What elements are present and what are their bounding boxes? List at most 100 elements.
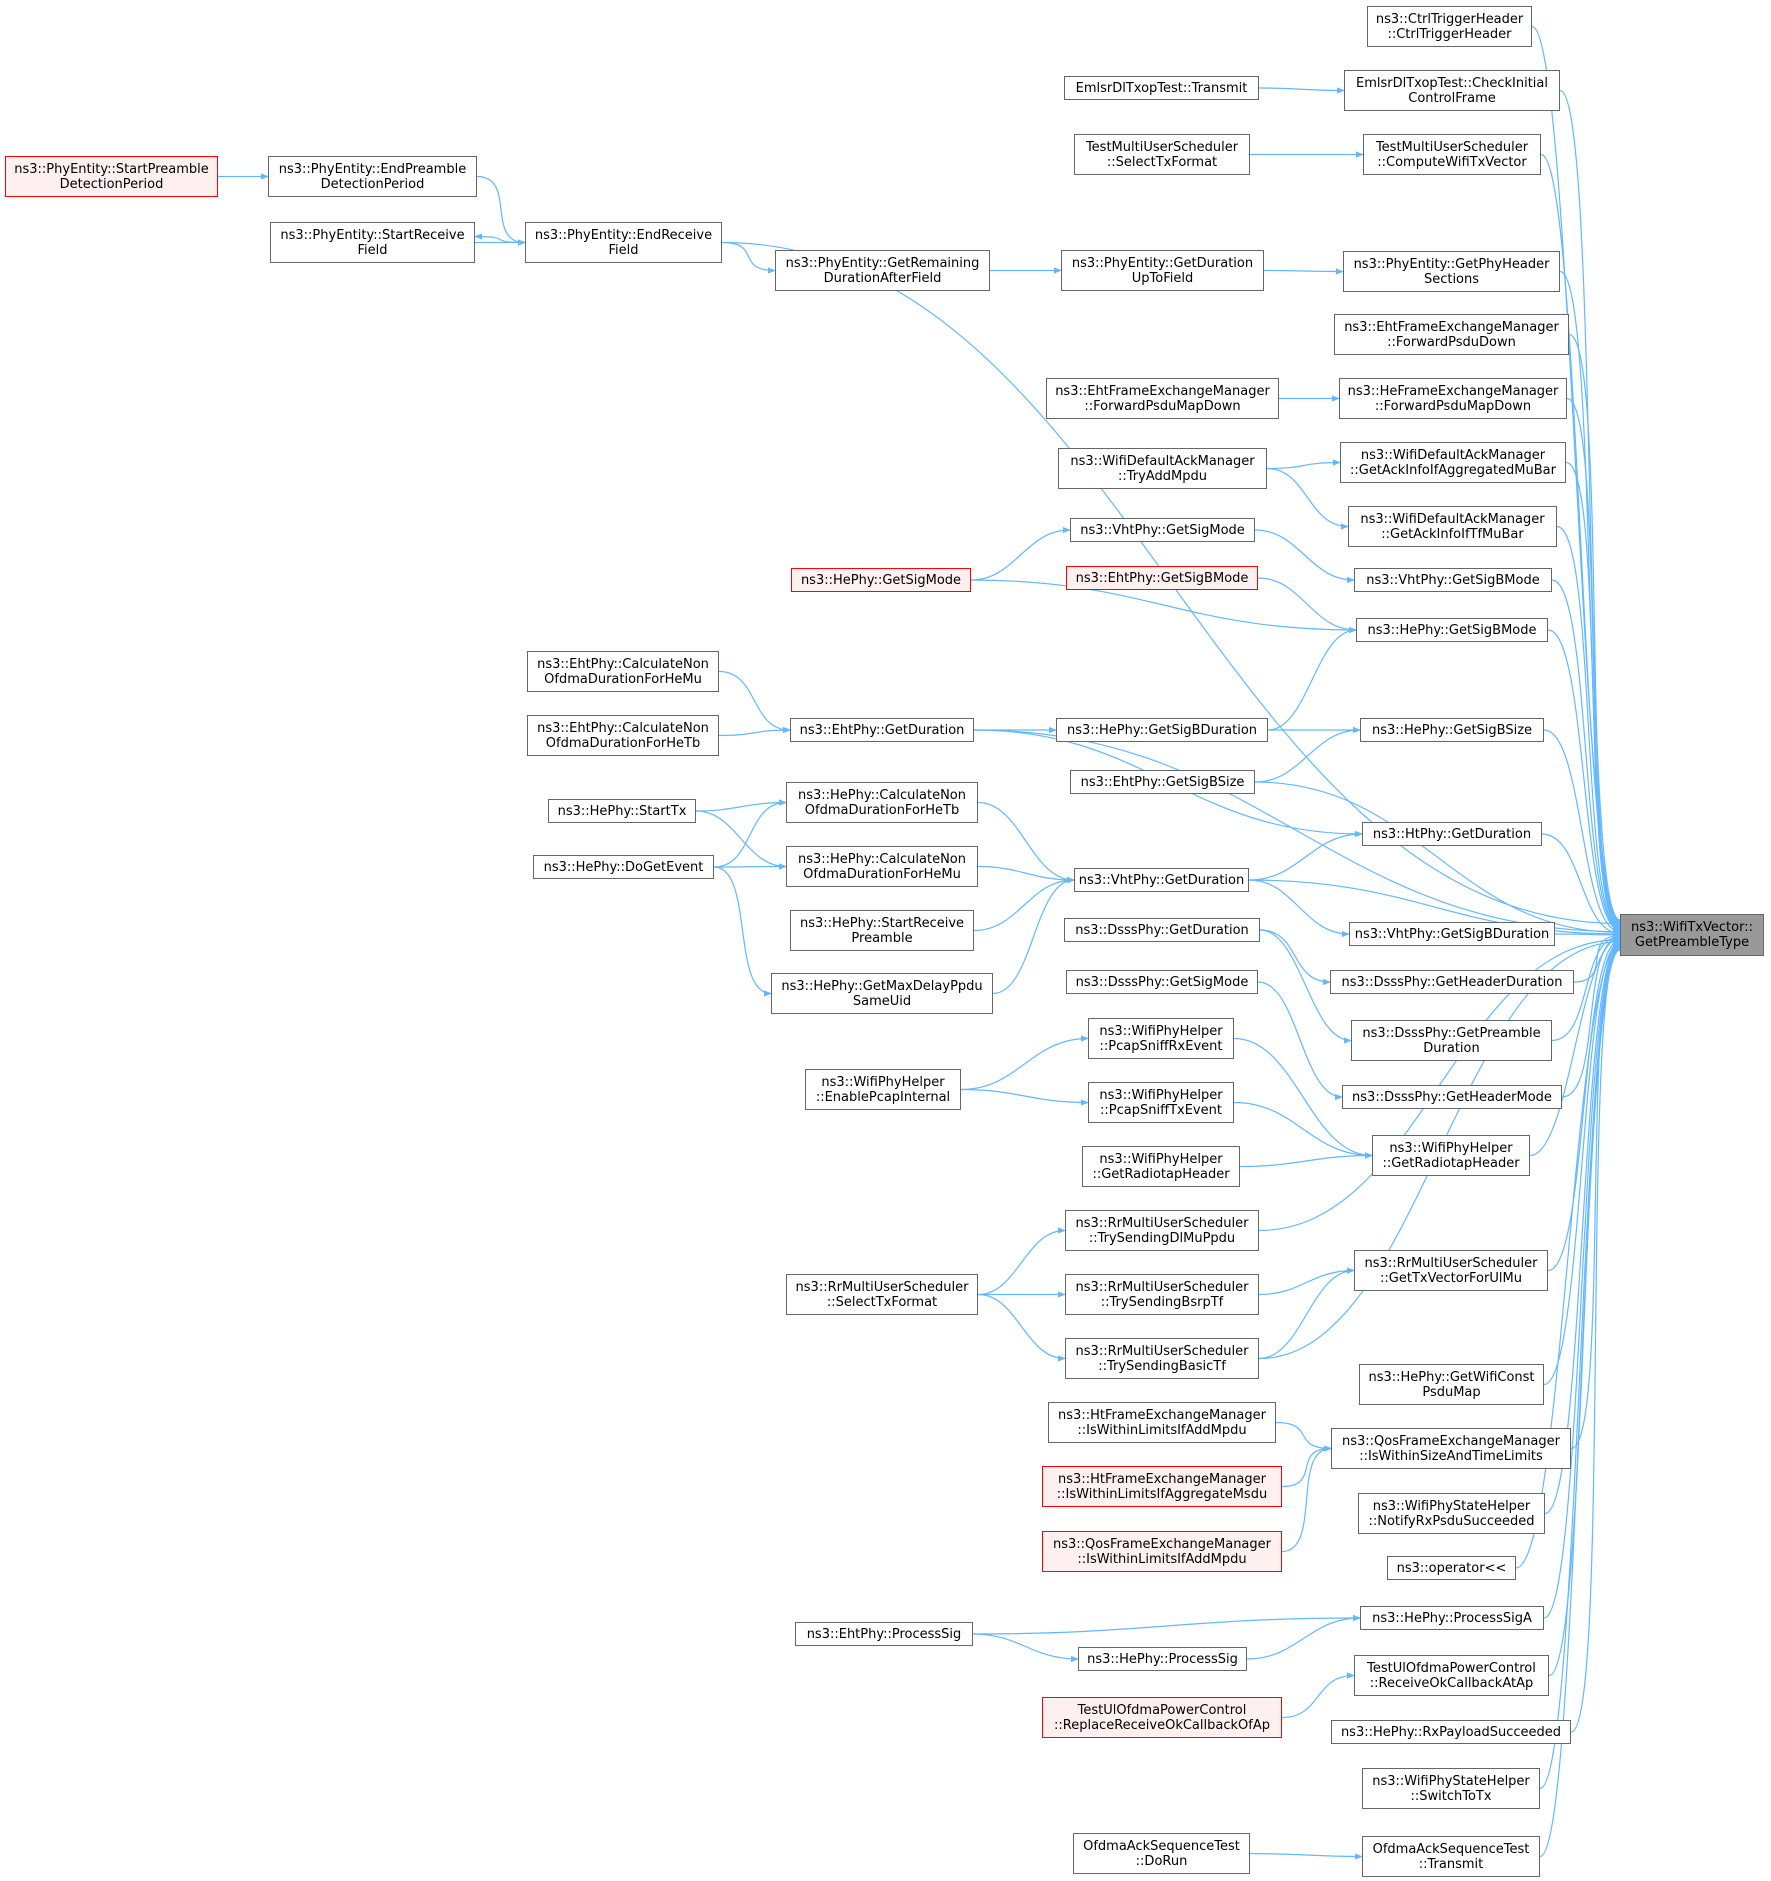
graph-node[interactable]: ns3::RrMultiUserScheduler::GetTxVectorFo… [1354,1250,1548,1291]
node-label-line: UpToField [1131,270,1194,286]
node-label-line: ns3::HePhy::GetMaxDelayPpdu [781,978,983,994]
graph-node[interactable]: ns3::RrMultiUserScheduler::SelectTxForma… [786,1274,978,1315]
node-label-line: ns3::WifiPhyHelper [1099,1151,1223,1167]
graph-node[interactable]: ns3::WifiPhyHelper::EnablePcapInternal [805,1069,961,1110]
graph-node[interactable]: ns3::RrMultiUserScheduler::TrySendingBas… [1065,1338,1259,1379]
graph-node[interactable]: ns3::HeFrameExchangeManager::ForwardPsdu… [1339,378,1567,419]
graph-node[interactable]: TestUlOfdmaPowerControl::ReplaceReceiveO… [1042,1697,1282,1738]
call-edge [718,726,791,737]
graph-node[interactable]: ns3::HePhy::DoGetEvent [533,855,714,879]
node-label-line: ns3::HePhy::ProcessSig [1087,1651,1238,1667]
graph-node[interactable]: ns3::RrMultiUserScheduler::TrySendingBsr… [1065,1274,1259,1315]
node-label-line: DetectionPeriod [59,176,164,192]
call-edge [970,579,1357,634]
graph-node[interactable]: ns3::CtrlTriggerHeader::CtrlTriggerHeade… [1367,6,1532,47]
graph-node[interactable]: ns3::HtFrameExchangeManager::IsWithinLim… [1048,1402,1276,1443]
node-label-line: ns3::HePhy::CalculateNon [797,787,967,803]
node-label-line: ns3::WifiPhyHelper [1099,1087,1223,1103]
graph-node[interactable]: ns3::QosFrameExchangeManager::IsWithinLi… [1042,1531,1282,1572]
graph-node[interactable]: ns3::HePhy::GetSigBDuration [1056,718,1268,742]
graph-node[interactable]: ns3::operator<< [1387,1556,1516,1580]
graph-node[interactable]: ns3::DsssPhy::GetHeaderDuration [1330,970,1574,994]
call-edge [1266,467,1349,530]
node-label-line: ns3::VhtPhy::GetDuration [1078,872,1245,888]
graph-node[interactable]: ns3::HePhy::ProcessSigA [1360,1606,1544,1630]
node-label-line: ns3::PhyEntity::EndReceive [534,227,713,243]
graph-node[interactable]: ns3::DsssPhy::GetSigMode [1066,970,1258,994]
graph-node[interactable]: ns3::QosFrameExchangeManager::IsWithinSi… [1331,1428,1571,1469]
graph-node[interactable]: ns3::RrMultiUserScheduler::TrySendingDlM… [1065,1210,1259,1251]
graph-node[interactable]: ns3::EhtPhy::ProcessSig [795,1622,973,1646]
node-label-line: ns3::RrMultiUserScheduler [1364,1255,1538,1271]
node-label-line: OfdmaDurationForHeMu [544,671,702,687]
graph-node[interactable]: ns3::EhtPhy::GetDuration [790,718,974,742]
graph-node[interactable]: ns3::WifiPhyHelper::GetRadiotapHeader [1372,1135,1530,1176]
graph-node[interactable]: ns3::WifiPhyHelper::PcapSniffRxEvent [1088,1018,1234,1059]
graph-node[interactable]: ns3::HtPhy::GetDuration [1362,822,1542,846]
node-label-line: ns3::RrMultiUserScheduler [1075,1343,1249,1359]
graph-node[interactable]: ns3::HePhy::RxPayloadSucceeded [1331,1720,1571,1744]
graph-node[interactable]: ns3::WifiPhyStateHelper::SwitchToTx [1362,1768,1540,1809]
graph-node[interactable]: ns3::EhtFrameExchangeManager::ForwardPsd… [1334,314,1569,355]
graph-node[interactable]: ns3::HePhy::StartTx [548,799,696,823]
node-label-line: ::IsWithinLimitsIfAddMpdu [1077,1422,1247,1438]
graph-node[interactable]: ns3::EhtPhy::GetSigBMode [1066,566,1258,590]
graph-node[interactable]: ns3::EhtPhy::GetSigBSize [1070,770,1255,794]
graph-node[interactable]: ns3::WifiPhyStateHelper::NotifyRxPsduSuc… [1358,1493,1545,1534]
graph-node[interactable]: TestMultiUserScheduler::ComputeWifiTxVec… [1363,134,1541,175]
graph-node[interactable]: ns3::VhtPhy::GetSigBMode [1354,568,1552,592]
graph-node[interactable]: ns3::HePhy::GetSigBSize [1360,718,1544,742]
call-edge [1566,397,1621,930]
node-label-line: ::GetRadiotapHeader [1092,1166,1230,1182]
graph-node[interactable]: TestMultiUserScheduler::SelectTxFormat [1074,134,1250,175]
graph-node[interactable]: ns3::HePhy::GetSigBMode [1356,618,1548,642]
graph-node[interactable]: ns3::HtFrameExchangeManager::IsWithinLim… [1042,1466,1282,1507]
graph-node[interactable]: ns3::WifiPhyHelper::GetRadiotapHeader [1082,1146,1240,1187]
node-label-line: EmlsrDlTxopTest::CheckInitial [1356,75,1548,91]
node-label-line: ns3::EhtFrameExchangeManager [1344,319,1559,335]
call-edge [1559,89,1621,925]
graph-node[interactable]: ns3::WifiDefaultAckManager::GetAckInfoIf… [1340,442,1566,483]
graph-node[interactable]: TestUlOfdmaPowerControl::ReceiveOkCallba… [1354,1655,1549,1696]
node-label-line: PsduMap [1422,1384,1481,1400]
graph-node[interactable]: ns3::HePhy::ProcessSig [1078,1647,1247,1671]
node-label-line: ns3::RrMultiUserScheduler [795,1279,969,1295]
graph-node[interactable]: ns3::DsssPhy::GetDuration [1064,918,1260,942]
call-edge [1565,461,1621,931]
graph-node[interactable]: ns3::VhtPhy::GetSigMode [1070,518,1255,542]
graph-node[interactable]: ns3::VhtPhy::GetDuration [1074,868,1249,892]
call-edge [476,175,526,246]
call-edge [992,876,1075,995]
node-label-line: ns3::QosFrameExchangeManager [1341,1433,1560,1449]
node-label-line: Duration [1423,1040,1480,1056]
graph-node[interactable]: ns3::WifiDefaultAckManager::GetAckInfoIf… [1348,506,1557,547]
node-label-line: ::GetAckInfoIfTfMuBar [1381,526,1524,542]
graph-node[interactable]: ns3::DsssPhy::GetHeaderMode [1342,1085,1562,1109]
graph-node[interactable]: OfdmaAckSequenceTest::Transmit [1362,1836,1540,1877]
graph-node[interactable]: OfdmaAckSequenceTest::DoRun [1073,1833,1250,1874]
graph-node[interactable]: ns3::EhtFrameExchangeManager::ForwardPsd… [1046,378,1279,419]
graph-node[interactable]: EmlsrDlTxopTest::Transmit [1064,76,1259,100]
graph-node[interactable]: ns3::VhtPhy::GetSigBDuration [1349,922,1555,946]
node-label-line: ns3::HePhy::StartTx [557,803,687,819]
graph-node[interactable]: ns3::HePhy::GetSigMode [791,568,971,592]
graph-node[interactable]: ns3::WifiPhyHelper::PcapSniffTxEvent [1088,1082,1234,1123]
graph-node[interactable]: ns3::WifiDefaultAckManager::TryAddMpdu [1058,448,1267,489]
node-label-line: ns3::HePhy::GetSigBMode [1367,622,1537,638]
